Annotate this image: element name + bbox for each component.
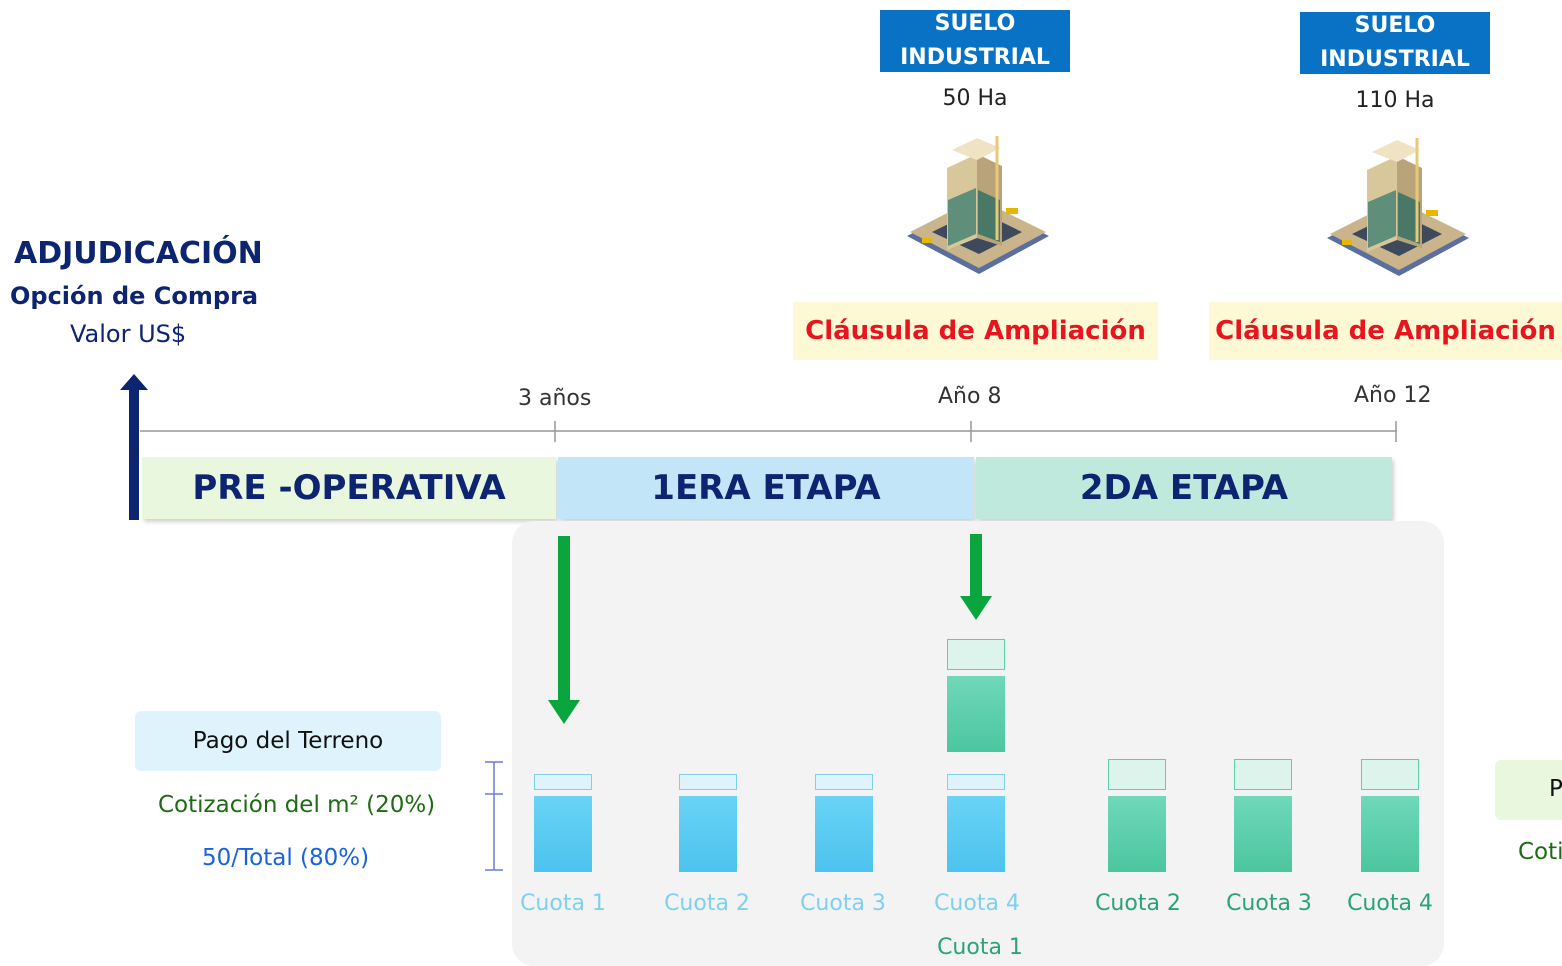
blue-bar-top-4	[947, 774, 1005, 790]
cuota-green-2: Cuota 2	[1095, 891, 1181, 916]
blue-bar-3	[815, 796, 873, 872]
cuota-green-4: Cuota 4	[1347, 891, 1433, 916]
blue-bar-top-3	[815, 774, 873, 790]
suelo-industrial-text-1: SUELO INDUSTRIAL	[900, 11, 1050, 70]
cotizacion-label: Cotización del m² (20%)	[158, 792, 436, 818]
green-bar-1	[947, 676, 1005, 752]
green-bar-top-4	[1361, 759, 1419, 790]
fraction-label: 50/Total (80%)	[202, 845, 370, 871]
arrow-down-icon-1	[548, 536, 580, 724]
clausula-ampliacion-1: Cláusula de Ampliación	[793, 302, 1158, 360]
cut-off-box-text: P	[1549, 776, 1562, 802]
pago-terreno-box: Pago del Terreno	[135, 711, 441, 771]
valor-label: Valor US$	[70, 320, 187, 348]
suelo-industrial-tag-1: SUELO INDUSTRIAL	[880, 10, 1070, 72]
suelo-industrial-tag-2: SUELO INDUSTRIAL	[1300, 12, 1490, 74]
cuota-green-1: Cuota 1	[937, 935, 1023, 960]
adjudicacion-title: ADJUDICACIÓN	[14, 236, 263, 271]
blue-bar-top-2	[679, 774, 737, 790]
suelo-industrial-text-2: SUELO INDUSTRIAL	[1320, 13, 1470, 72]
industrial-building-icon-2	[1327, 138, 1469, 276]
green-bar-3	[1234, 796, 1292, 872]
green-bar-top-1	[947, 639, 1005, 670]
blue-bar-4	[947, 796, 1005, 872]
green-bar-4	[1361, 796, 1419, 872]
arrow-down-icon-2	[960, 534, 992, 620]
cut-off-line-text: Coti	[1518, 839, 1562, 865]
vertical-arrow-icon	[120, 374, 148, 520]
blue-bar-1	[534, 796, 592, 872]
tick-ano-12: Año 12	[1354, 383, 1432, 408]
blue-bar-2	[679, 796, 737, 872]
clausula-ampliacion-2: Cláusula de Ampliación	[1209, 302, 1562, 360]
cuota-blue-2: Cuota 2	[664, 891, 750, 916]
industrial-building-icon	[907, 136, 1049, 274]
green-bar-top-2	[1108, 759, 1166, 790]
area-110-ha: 110 Ha	[1355, 88, 1435, 113]
tick-ano-8: Año 8	[938, 384, 1002, 409]
green-bar-2	[1108, 796, 1166, 872]
phase-pre-operativa: PRE -OPERATIVA	[142, 457, 556, 519]
tick-3-anos: 3 años	[518, 386, 592, 411]
cuota-blue-4: Cuota 4	[934, 891, 1020, 916]
bracket-icon	[485, 761, 503, 871]
phase-1era-etapa: 1ERA ETAPA	[558, 457, 974, 519]
opcion-compra-label: Opción de Compra	[10, 282, 259, 310]
cuota-blue-3: Cuota 3	[800, 891, 886, 916]
green-bar-top-3	[1234, 759, 1292, 790]
area-50-ha: 50 Ha	[942, 86, 1008, 111]
cuota-blue-1: Cuota 1	[520, 891, 606, 916]
cuota-green-3: Cuota 3	[1226, 891, 1312, 916]
phase-2da-etapa: 2DA ETAPA	[976, 457, 1392, 519]
cut-off-box	[1495, 760, 1562, 820]
blue-bar-top-1	[534, 774, 592, 790]
timeline-axis	[140, 421, 1397, 442]
